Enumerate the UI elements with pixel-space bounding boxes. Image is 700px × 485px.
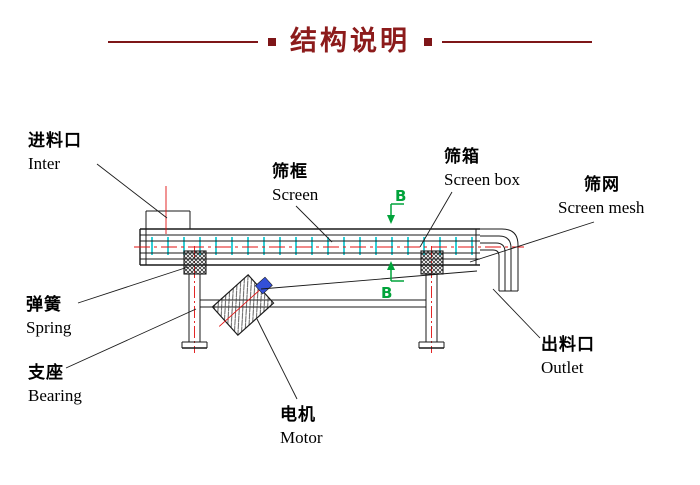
label-screen-frame: 筛框 Screen — [272, 157, 318, 205]
label-spring-cn: 弹簧 — [26, 295, 62, 315]
section-marker-bottom: B — [381, 261, 404, 302]
label-screen-frame-en: Screen — [272, 185, 319, 204]
label-screen-box-en: Screen box — [444, 170, 521, 189]
label-motor: 电机 Motor — [280, 400, 323, 448]
motor-drive-line — [260, 270, 478, 290]
page-header: 结构说明 — [0, 28, 700, 55]
label-inlet: 进料口 Inter — [28, 126, 82, 174]
label-screen-box-cn: 筛箱 — [444, 147, 480, 167]
support-leg-left — [181, 274, 208, 349]
label-bearing-en: Bearing — [28, 386, 82, 405]
label-outlet-en: Outlet — [541, 358, 584, 377]
mesh-ticks — [151, 237, 473, 255]
page-title: 结构说明 — [290, 26, 410, 57]
label-inlet-en: Inter — [28, 154, 61, 173]
motor-pulley — [254, 276, 273, 295]
title-divider-right-square — [424, 37, 432, 46]
motor-drawing — [211, 273, 275, 337]
inlet-box — [145, 210, 191, 229]
leader-lines — [65, 163, 595, 400]
label-inlet-cn: 进料口 — [28, 131, 82, 151]
label-outlet: 出料口 Outlet — [541, 330, 595, 378]
label-screen-box: 筛箱 Screen box — [444, 142, 520, 190]
label-screen-mesh: 筛网 Screen mesh — [558, 170, 644, 218]
section-letter-top: B — [395, 187, 406, 205]
spring-left — [183, 250, 207, 275]
label-bearing-cn: 支座 — [28, 363, 64, 383]
label-motor-en: Motor — [280, 428, 323, 447]
section-letter-bottom: B — [381, 284, 392, 302]
label-spring-en: Spring — [26, 318, 72, 337]
label-screen-mesh-cn: 筛网 — [584, 175, 620, 195]
label-outlet-cn: 出料口 — [541, 335, 595, 355]
label-screen-mesh-en: Screen mesh — [558, 198, 645, 217]
title-divider-right — [442, 40, 592, 43]
title-divider-left — [108, 40, 258, 43]
centerlines — [134, 186, 524, 353]
label-bearing: 支座 Bearing — [28, 358, 82, 406]
label-spring: 弹簧 Spring — [26, 290, 71, 338]
label-motor-cn: 电机 — [280, 405, 316, 425]
spring-right — [420, 250, 444, 275]
section-marker-top: B — [387, 187, 406, 224]
title-divider-left-square — [268, 37, 276, 46]
label-screen-frame-cn: 筛框 — [272, 162, 308, 182]
support-leg-right — [418, 274, 445, 349]
outlet-chute — [480, 228, 519, 292]
